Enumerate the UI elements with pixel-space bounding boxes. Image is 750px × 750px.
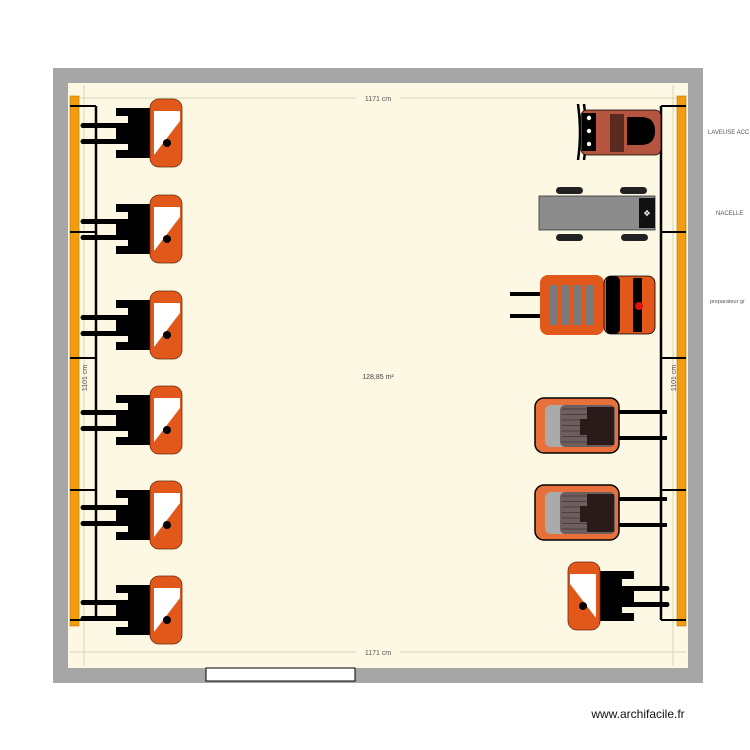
nacelle-wheel [556, 234, 583, 241]
stacker [80, 290, 183, 360]
stacker [80, 575, 183, 645]
stacker-dot [163, 235, 171, 243]
stacker-panel [154, 398, 180, 442]
mast [116, 395, 150, 445]
nacelle-wheel [621, 234, 648, 241]
mast [600, 571, 634, 621]
racks [69, 95, 687, 627]
label-laveuse: LAVEUSE ACC [708, 130, 750, 136]
stacker [80, 480, 183, 550]
stacker-panel [154, 493, 180, 537]
stacker-dot [163, 616, 171, 624]
stacker-panel [154, 588, 180, 632]
nacelle-control-box [639, 198, 655, 228]
dimension-top: 1171 cm [365, 96, 391, 103]
stacker [80, 98, 183, 168]
stacker-dot [579, 602, 587, 610]
area-label: 128,85 m² [362, 374, 394, 381]
nacelle-wheel [620, 187, 647, 194]
nacelle-platform [538, 195, 656, 231]
watermark[interactable]: www.archifacile.fr [590, 707, 684, 721]
laveuse-light [586, 115, 592, 121]
preparateur-slat [549, 285, 558, 325]
preparateur [510, 275, 656, 335]
pallet-truck [534, 484, 667, 541]
nacelle-wheel [556, 187, 583, 194]
preparateur-button [635, 302, 643, 310]
rack-bar [676, 95, 687, 627]
stacker-panel [154, 303, 180, 347]
truck-seat [580, 494, 614, 532]
preparateur-slat [585, 285, 594, 325]
truck-seat [580, 407, 614, 445]
stacker-dot [163, 139, 171, 147]
stacker-panel [154, 111, 180, 155]
mast [116, 585, 150, 635]
door-opening[interactable] [205, 667, 356, 682]
stacker [80, 385, 183, 455]
mast [116, 490, 150, 540]
stacker-dot [163, 426, 171, 434]
stacker [567, 561, 670, 631]
stacker [80, 194, 183, 264]
stacker-dot [163, 521, 171, 529]
dimension-right: 1101 cm [671, 365, 678, 391]
laveuse [576, 103, 662, 161]
laveuse-light [586, 141, 592, 147]
laveuse-seat [627, 117, 655, 145]
preparateur-slat [573, 285, 582, 325]
preparateur-slat [561, 285, 570, 325]
laveuse-tank [610, 114, 624, 152]
mast [116, 108, 150, 158]
nacelle-control-icon: ✥ [644, 209, 651, 218]
laveuse-light [586, 128, 592, 134]
label-nacelle: NACELLE [716, 211, 743, 217]
dimension-bottom: 1171 cm [365, 650, 391, 657]
mast [116, 300, 150, 350]
label-preparateur: preparateur gr [710, 299, 745, 305]
preparateur-seat [606, 276, 620, 334]
stacker-panel [154, 207, 180, 251]
pallet-truck [534, 397, 667, 454]
dimension-left: 1101 cm [82, 365, 89, 391]
stacker-dot [163, 331, 171, 339]
stacker-panel [570, 574, 596, 618]
mast [116, 204, 150, 254]
truck-fork [615, 410, 667, 440]
rack-bar [69, 95, 80, 627]
truck-fork [615, 497, 667, 527]
vehicles: ✥ [80, 98, 670, 645]
nacelle: ✥ [538, 187, 656, 241]
